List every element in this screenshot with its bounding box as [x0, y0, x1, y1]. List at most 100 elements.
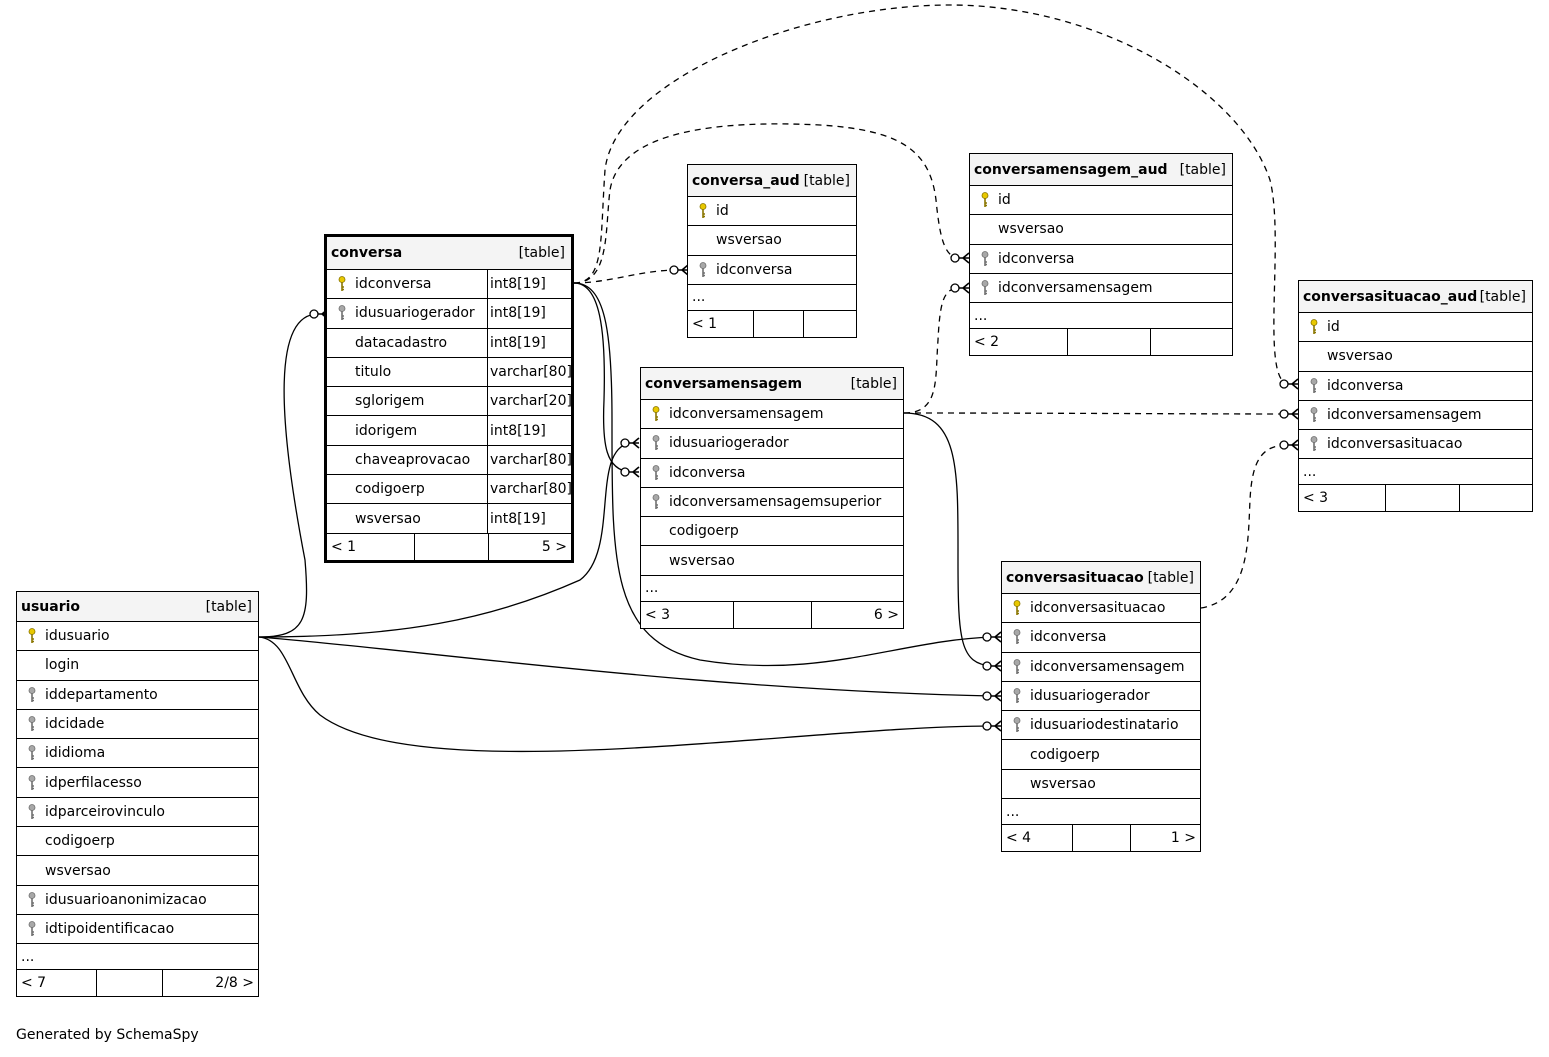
column-row[interactable]: wsversao: [970, 215, 1232, 245]
column-row[interactable]: idconversamensagem: [641, 400, 903, 430]
column-row[interactable]: idconversamensagem: [1299, 401, 1532, 431]
column-row[interactable]: idconversamensagem: [970, 274, 1232, 304]
column-row[interactable]: codigoerp: [17, 827, 258, 857]
parents-count[interactable]: < 2: [970, 329, 1068, 356]
column-row[interactable]: idparceirovinculo: [17, 798, 258, 828]
children-count[interactable]: 2/8 >: [215, 975, 254, 992]
table-header[interactable]: conversamensagem_aud [table]: [970, 154, 1232, 186]
column-row[interactable]: wsversao: [688, 226, 856, 256]
column-row[interactable]: idusuariogerador: [1002, 682, 1200, 712]
parents-count[interactable]: < 1: [327, 533, 415, 560]
parents-count[interactable]: < 4: [1002, 825, 1073, 852]
more-columns: ...: [17, 944, 258, 971]
column-row[interactable]: idusuario: [17, 622, 258, 652]
children-count[interactable]: 1 >: [1170, 830, 1196, 847]
column-row[interactable]: id: [688, 197, 856, 227]
column-row[interactable]: idconversa: [1002, 623, 1200, 653]
table-header[interactable]: usuario [table]: [17, 592, 258, 622]
parents-count[interactable]: < 7: [17, 970, 97, 997]
column-row[interactable]: idconversa: [970, 245, 1232, 274]
table-header[interactable]: conversamensagem [table]: [641, 368, 903, 400]
foreign-key-icon: [1008, 658, 1026, 675]
children-count[interactable]: [1151, 329, 1232, 355]
column-row[interactable]: id: [1299, 313, 1532, 343]
crow-foot-icon: [950, 252, 970, 264]
column-row[interactable]: codigoerp: [1002, 740, 1200, 770]
foreign-key-icon: [333, 305, 351, 321]
column-row[interactable]: wsversao: [1299, 342, 1532, 372]
column-type: int8[19]: [487, 270, 571, 299]
table-kind: [table]: [1147, 569, 1194, 586]
more-columns: ...: [970, 303, 1232, 330]
table-kind: [table]: [205, 598, 252, 615]
children-count[interactable]: 6 >: [873, 606, 899, 623]
column-row[interactable]: login: [17, 651, 258, 681]
column-name: idconversa: [998, 250, 1075, 267]
foreign-key-icon: [976, 280, 994, 296]
column-row[interactable]: idcidade: [17, 710, 258, 740]
table-header[interactable]: conversa_aud [table]: [688, 165, 856, 197]
column-name: idusuarioanonimizacao: [45, 891, 207, 908]
column-row[interactable]: idtipoidentificacao: [17, 915, 258, 945]
column-name: idconversamensagemsuperior: [669, 494, 882, 511]
crow-foot-icon: [1279, 378, 1299, 390]
column-row[interactable]: idusuariodestinatario: [1002, 711, 1200, 741]
column-row[interactable]: codigoerp: [641, 517, 903, 547]
column-row[interactable]: idconversa: [688, 256, 856, 285]
column-type: varchar[80]: [487, 357, 572, 387]
table-kind: [table]: [1179, 161, 1226, 178]
parents-count[interactable]: < 1: [688, 310, 754, 337]
column-row[interactable]: wsversao: [17, 856, 258, 886]
table-name: conversamensagem_aud: [974, 161, 1168, 178]
table-conversamensagem[interactable]: conversamensagem [table] idconversamensa…: [640, 367, 904, 629]
crow-foot-icon: [982, 690, 1002, 702]
column-row[interactable]: idconversasituacao: [1002, 594, 1200, 624]
foreign-key-icon: [23, 745, 41, 761]
more-columns: ...: [641, 576, 903, 602]
parents-count[interactable]: < 3: [641, 601, 734, 628]
column-row[interactable]: idconversasituacao: [1299, 430, 1532, 460]
column-row[interactable]: idconversamensagem: [1002, 653, 1200, 682]
table-header[interactable]: conversasituacao [table]: [1002, 562, 1200, 594]
column-row[interactable]: idperfilacesso: [17, 768, 258, 798]
generated-by-note: Generated by SchemaSpy: [16, 1027, 199, 1043]
footer-middle: [1068, 329, 1151, 356]
table-header[interactable]: conversa [table]: [327, 237, 571, 270]
more-columns: ...: [1002, 799, 1200, 826]
table-conversasituacao[interactable]: conversasituacao [table] idconversasitua…: [1001, 561, 1201, 853]
column-row[interactable]: idconversamensagemsuperior: [641, 488, 903, 518]
children-count[interactable]: [804, 311, 856, 337]
column-row[interactable]: idusuariogerador: [641, 429, 903, 459]
edge-usuario-conversamensagem: [258, 442, 631, 638]
foreign-key-icon: [1008, 629, 1026, 645]
column-row[interactable]: wsversao: [641, 546, 903, 576]
children-count[interactable]: [1460, 485, 1532, 511]
table-header[interactable]: conversasituacao_aud [table]: [1299, 281, 1532, 313]
column-name: idconversamensagem: [1327, 407, 1482, 424]
column-row[interactable]: id: [970, 186, 1232, 216]
column-row[interactable]: wsversao: [1002, 770, 1200, 800]
column-row[interactable]: ididioma: [17, 739, 258, 769]
column-name: idconversa: [1030, 629, 1107, 646]
column-row[interactable]: iddepartamento: [17, 681, 258, 710]
column-row[interactable]: idconversa: [1299, 372, 1532, 401]
column-row[interactable]: idusuarioanonimizacao: [17, 886, 258, 915]
parents-count[interactable]: < 3: [1299, 485, 1386, 512]
children-count[interactable]: 5 >: [541, 538, 567, 555]
column-row[interactable]: idconversa: [641, 459, 903, 488]
